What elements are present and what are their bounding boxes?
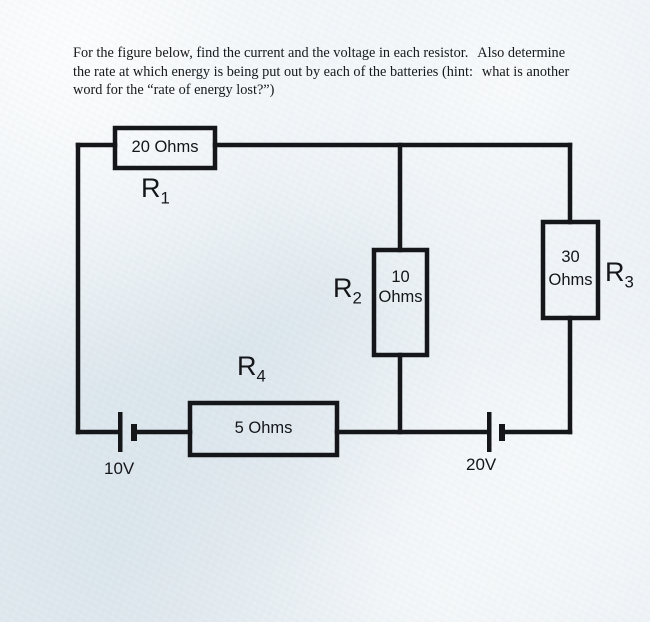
battery-b2-long-plate: [487, 412, 492, 452]
battery-b2-label: 20V: [466, 455, 497, 474]
problem-line-2: the rate at which energy is being put ou…: [73, 63, 639, 82]
resistor-r2-label: R2: [333, 275, 362, 307]
problem-statement: For the figure below, find the current a…: [73, 44, 639, 100]
resistor-r3-name: R: [605, 257, 625, 287]
problem-line-1: For the figure below, find the current a…: [73, 44, 639, 63]
resistor-r2-subscript: 2: [352, 288, 362, 308]
resistor-r1-body: [112, 125, 218, 171]
resistor-r1-subscript: 1: [160, 188, 170, 208]
resistor-r4-body: [187, 400, 340, 458]
resistor-r4-subscript: 4: [256, 366, 266, 386]
problem-line-2-text: the rate at which energy is being put ou…: [73, 63, 473, 80]
problem-line-1-tail: Also determine: [477, 45, 566, 61]
resistor-r2-body: [371, 247, 430, 358]
battery-b2-short-plate: [499, 424, 505, 441]
resistor-r2-name: R: [333, 273, 353, 303]
battery-b1-short-plate: [131, 424, 137, 441]
resistor-r3-value-line-2: Ohms: [548, 271, 593, 289]
problem-line-3: word for the “rate of energy lost?”): [73, 82, 275, 98]
problem-line-2-tail: what is another: [481, 63, 570, 80]
battery-b1-long-plate: [118, 412, 123, 452]
resistor-r1-label: R1: [141, 175, 170, 207]
resistor-r3-value-line-1: 30: [561, 248, 580, 266]
resistor-r3-body: [540, 219, 601, 321]
resistor-r1-value: 20 Ohms: [131, 138, 199, 156]
resistor-r2-value-line-2: Ohms: [378, 288, 423, 306]
resistor-r4-name: R: [237, 351, 257, 381]
resistor-r1-name: R: [141, 173, 161, 203]
battery-b1-label: 10V: [104, 459, 135, 478]
resistor-r2-value-line-1: 10: [391, 268, 410, 286]
problem-line-1-text: For the figure below, find the current a…: [73, 45, 469, 61]
resistor-r4-value: 5 Ohms: [234, 419, 293, 437]
battery-b1-symbol: [118, 412, 137, 452]
battery-b2-symbol: [487, 412, 505, 452]
resistor-r3-label: R3: [605, 259, 634, 291]
resistor-r3-subscript: 3: [624, 272, 634, 292]
resistor-r4-label: R4: [237, 353, 266, 385]
